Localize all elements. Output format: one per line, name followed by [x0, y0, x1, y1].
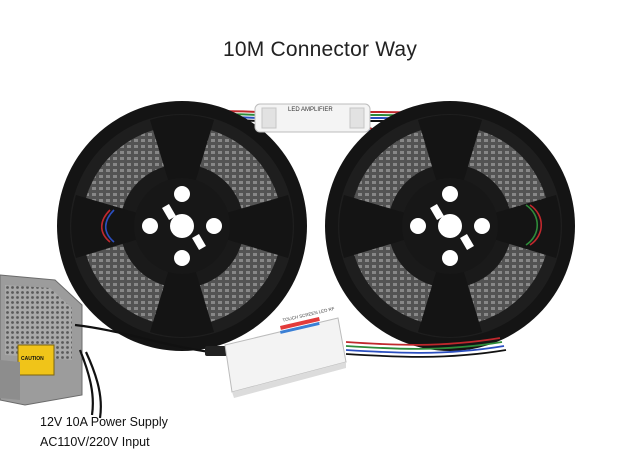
amplifier-device [254, 103, 371, 133]
power-cables [74, 323, 227, 419]
power-supply-unit [0, 274, 83, 406]
power-supply-caption: 12V 10A Power Supply [40, 415, 168, 429]
amplifier-label: LED AMPLIFIER [288, 107, 333, 113]
caution-label: CAUTION [21, 356, 44, 362]
page-title: 10M Connector Way [222, 38, 418, 61]
controller-output-wires [345, 337, 507, 358]
reel-lead-wires [100, 204, 543, 246]
input-voltage-caption: AC110V/220V Input [40, 435, 150, 449]
rf-controller-device [224, 317, 347, 398]
led-strip-reel-left [57, 101, 307, 351]
